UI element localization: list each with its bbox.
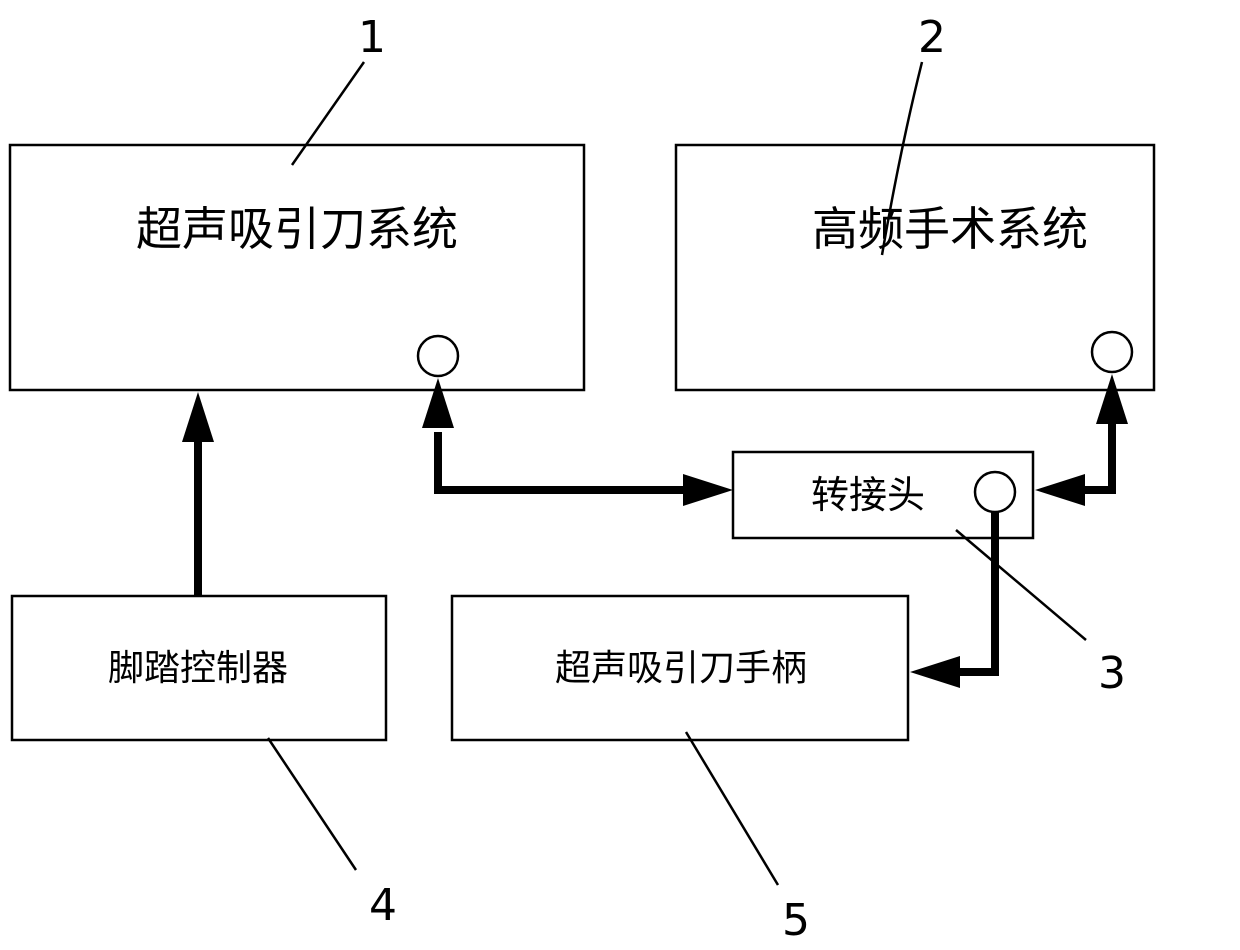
ultrasonic-handpiece-label: 超声吸引刀手柄 xyxy=(555,648,807,689)
leader-line-3 xyxy=(956,530,1086,640)
hf-surgical-system-box xyxy=(676,145,1154,390)
hf-surgical-system-label: 高频手术系统 xyxy=(812,202,1088,256)
ultrasonic-system-box xyxy=(10,145,584,390)
reference-4: 4 xyxy=(268,738,397,931)
reference-5: 5 xyxy=(686,732,810,946)
arrowhead-right-adapter xyxy=(683,474,733,506)
reference-number-1: 1 xyxy=(358,12,386,63)
hf-surgical-system-port xyxy=(1092,332,1132,372)
ultrasonic-handpiece-block: 超声吸引刀手柄 xyxy=(452,596,908,740)
arrowhead-up-system xyxy=(182,392,214,442)
hf-system-to-adapter-connection xyxy=(1035,374,1128,506)
foot-controller-to-system-arrow xyxy=(182,392,214,596)
leader-line-4 xyxy=(268,738,356,870)
system-to-adapter-connection xyxy=(422,378,733,506)
reference-number-4: 4 xyxy=(369,880,397,931)
reference-number-5: 5 xyxy=(782,895,810,946)
foot-controller-label: 脚踏控制器 xyxy=(108,648,288,689)
foot-controller-block: 脚踏控制器 xyxy=(12,596,386,740)
ultrasonic-system-label: 超声吸引刀系统 xyxy=(136,202,458,256)
ultrasonic-system-port xyxy=(418,336,458,376)
adapter-port xyxy=(975,472,1015,512)
arrowhead-left-handpiece xyxy=(910,656,960,688)
arrowhead-left-adapter xyxy=(1035,474,1085,506)
ultrasonic-system-block: 超声吸引刀系统 xyxy=(10,145,584,390)
reference-number-3: 3 xyxy=(1098,648,1126,699)
reference-number-2: 2 xyxy=(918,12,946,63)
reference-1: 1 xyxy=(292,12,386,165)
hf-surgical-system-block: 高频手术系统 xyxy=(676,145,1154,390)
adapter-block: 转接头 xyxy=(733,452,1033,538)
adapter-label: 转接头 xyxy=(811,473,925,517)
leader-line-5 xyxy=(686,732,778,885)
